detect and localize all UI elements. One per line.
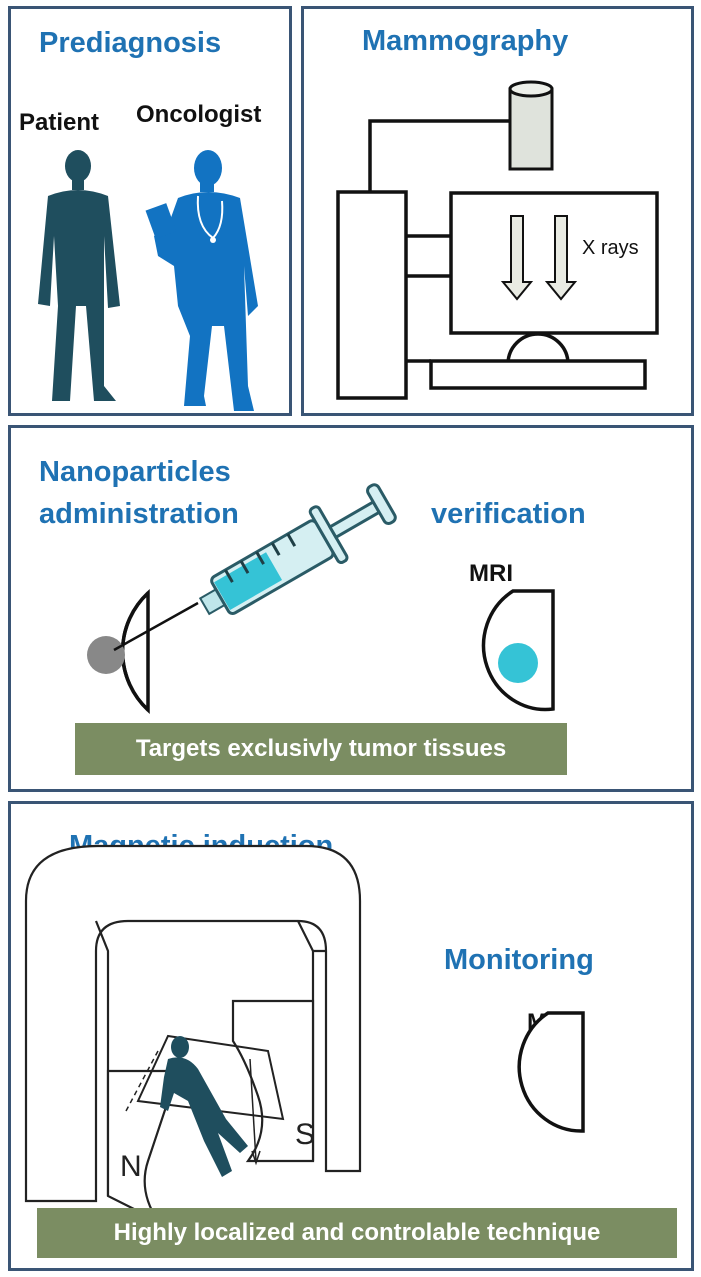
pole-n-text: N: [120, 1150, 142, 1183]
compression-platform: [429, 359, 647, 390]
xray-arrows: [500, 215, 578, 301]
magnet-arch: [24, 844, 362, 1203]
mammography-machine-diagram: [336, 80, 659, 400]
tumor-gray: [87, 636, 125, 674]
patient-in-magnet: [160, 1036, 248, 1177]
xray-tube: [508, 80, 554, 171]
oncologist-label: Oncologist: [136, 101, 262, 128]
machine-column: [336, 190, 408, 400]
patient-label: Patient: [19, 109, 100, 136]
monitoring-title: Monitoring: [444, 944, 594, 976]
south-pole: [231, 999, 315, 1163]
syringe: [198, 483, 397, 616]
mammography-panel: Mammography X rays: [301, 6, 694, 416]
mri-label-verification: MRI: [469, 560, 513, 587]
breast-shape: [506, 332, 570, 365]
magnet-illustration: N S: [24, 844, 585, 1224]
patient-silhouette: [38, 150, 120, 401]
nanoparticles-panel: Nanoparticles administration verificatio…: [8, 425, 694, 792]
nanoparticles-title-line1: Nanoparticles: [39, 456, 231, 488]
prediagnosis-title: Prediagnosis: [39, 27, 222, 59]
prediagnosis-panel: Prediagnosis Patient Oncologist: [8, 6, 292, 416]
oncologist-silhouette: [145, 150, 258, 411]
prediagnosis-illustration: [38, 150, 258, 411]
pole-s-text: S: [295, 1118, 315, 1151]
nanoparticles-title-line2: administration: [39, 498, 239, 530]
injection-illustration: [87, 483, 555, 715]
north-pole: [106, 1069, 170, 1224]
breast-outline-monitoring: [517, 1011, 585, 1133]
verification-title: verification: [431, 498, 586, 530]
localized-banner: Highly localized and controlable techniq…: [37, 1208, 677, 1258]
magnetic-panel: Magnetic induction Monitoring MRI N S: [8, 801, 694, 1271]
mammography-title: Mammography: [362, 25, 569, 57]
patient-bed: [136, 1034, 285, 1121]
nanoparticle-marker: [498, 643, 538, 683]
targets-banner: Targets exclusivly tumor tissues: [75, 723, 567, 775]
needle: [113, 601, 199, 652]
xray-label: X rays: [582, 237, 639, 259]
